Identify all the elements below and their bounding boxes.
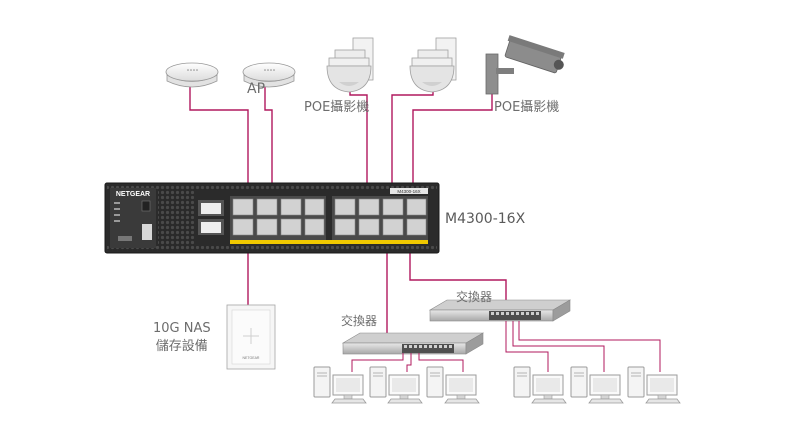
pc-cables	[351, 321, 661, 372]
dome-camera-icon	[326, 37, 374, 93]
switch-icon	[341, 332, 485, 355]
desktop-pc-icon	[570, 366, 624, 404]
nas-brand: NETGEAR	[243, 356, 260, 360]
desktop-pc-icon	[313, 366, 367, 404]
label-camera-right: POE攝影機	[494, 100, 560, 115]
label-nas: 10G NAS 儲存設備	[153, 320, 211, 356]
cable-switch-right	[409, 242, 507, 308]
cable-ap2	[264, 86, 273, 205]
dome-camera-icon	[409, 37, 457, 93]
label-nas-line1: 10G NAS	[153, 321, 211, 336]
cable-ap1	[189, 86, 249, 205]
desktop-pc-icon	[369, 366, 423, 404]
label-camera-left: POE攝影機	[304, 100, 370, 115]
desktop-pc-icon	[426, 366, 480, 404]
access-point-icon	[165, 62, 219, 88]
label-ap: AP	[247, 81, 266, 97]
nas-icon: NETGEAR	[226, 304, 276, 370]
label-nas-line2: 儲存設備	[155, 339, 208, 354]
switch-icon	[428, 299, 572, 322]
desktop-pc-icon	[627, 366, 681, 404]
model-tag: M4300-16X	[397, 189, 420, 194]
brand-label: NETGEAR	[116, 191, 150, 198]
label-switch-right: 交換器	[456, 290, 493, 304]
cable-camera2	[391, 90, 434, 205]
desktop-pc-icon	[513, 366, 567, 404]
access-point-icon	[242, 62, 296, 88]
bullet-camera-icon	[485, 35, 565, 95]
label-switch-model: M4300-16X	[445, 211, 526, 227]
main-switch: NETGEAR M4300-16X	[104, 182, 440, 254]
label-switch-left: 交換器	[341, 314, 378, 328]
